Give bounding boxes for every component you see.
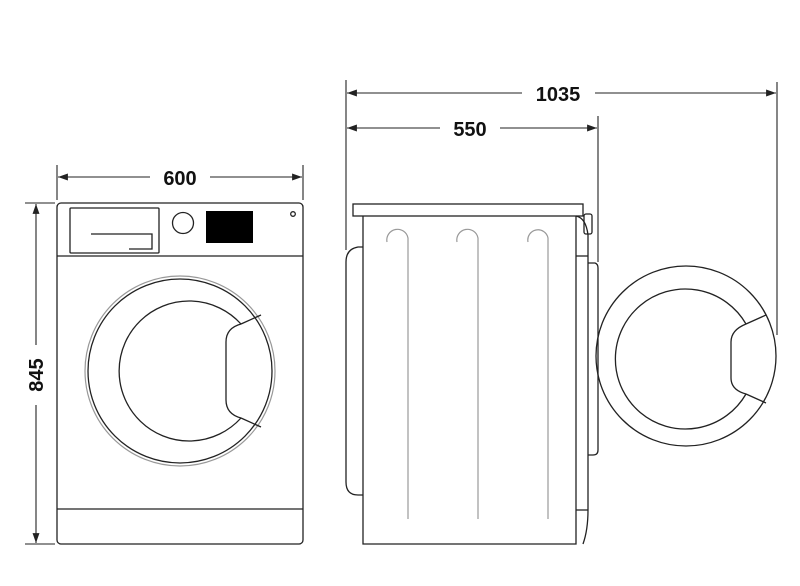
open-door-frame xyxy=(595,265,777,447)
rear-bulge xyxy=(345,246,363,496)
dimension-height: 845 xyxy=(25,202,55,545)
dimension-depth: 550 xyxy=(345,80,599,262)
door-frame xyxy=(87,278,273,464)
width-label: 600 xyxy=(163,168,196,190)
program-knob xyxy=(171,211,195,235)
display-panel xyxy=(206,211,253,243)
side-view xyxy=(345,203,777,545)
knob-profile xyxy=(583,213,593,235)
detergent-drawer xyxy=(69,207,160,254)
indicator-light xyxy=(290,211,296,217)
dimension-width: 600 xyxy=(56,165,304,200)
door-outer-ring xyxy=(84,275,276,467)
front-panel-profile xyxy=(575,215,589,545)
door-hinge-profile xyxy=(588,262,599,456)
front-body xyxy=(56,202,304,545)
depth-label: 550 xyxy=(453,119,486,141)
door-handle xyxy=(225,314,262,428)
height-label: 845 xyxy=(26,358,48,391)
side-rib-2 xyxy=(456,228,479,519)
dimension-depth-door-open: 1035 xyxy=(347,82,778,335)
front-view xyxy=(56,202,304,545)
open-door-glass xyxy=(614,288,747,430)
drawer-handle xyxy=(91,233,153,250)
side-body xyxy=(362,216,577,545)
side-rib-1 xyxy=(386,228,409,519)
top-plate xyxy=(352,203,584,217)
depth-door-open-label: 1035 xyxy=(536,84,581,106)
open-door-handle xyxy=(730,314,767,404)
side-rib-3 xyxy=(527,229,549,519)
door-glass xyxy=(118,300,242,442)
